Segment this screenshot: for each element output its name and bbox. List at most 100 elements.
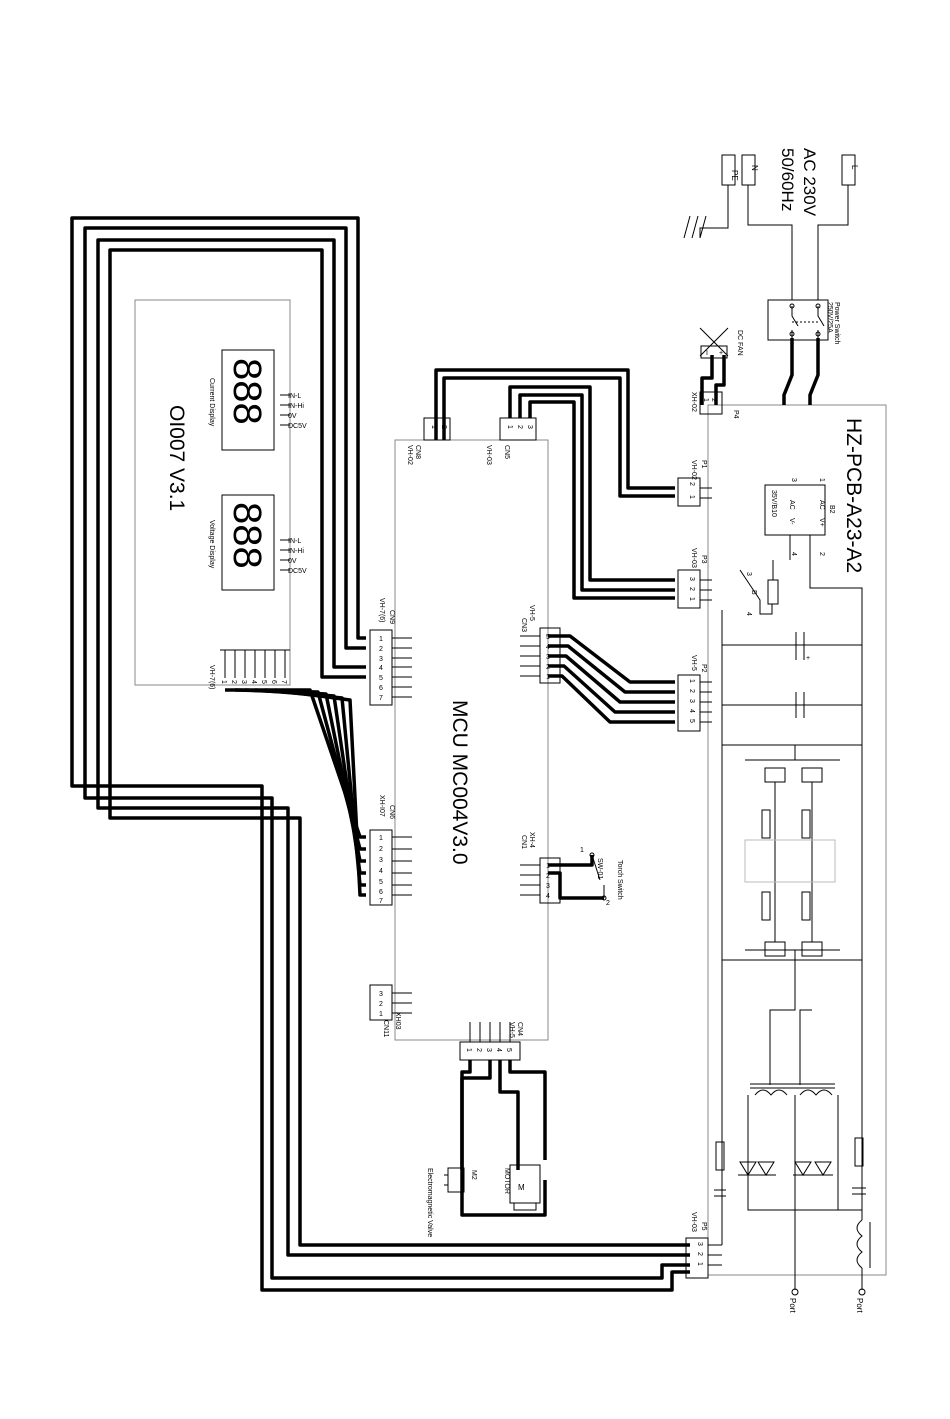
port-label-2: Port <box>855 1298 864 1313</box>
terminal-pe-label: PE <box>730 170 739 181</box>
power-switch <box>767 299 829 341</box>
mains-frequency-label: 50/60Hz <box>778 148 797 211</box>
svg-text:2: 2 <box>440 425 447 429</box>
svg-text:3: 3 <box>379 991 383 998</box>
svg-text:3: 3 <box>546 883 550 890</box>
mains-voltage-label: AC 230V <box>800 148 819 217</box>
svg-text:1: 1 <box>546 863 550 870</box>
relay-contact: 3 B 4 <box>739 560 779 616</box>
svg-text:1: 1 <box>506 425 513 429</box>
connector-cn11: 3 2 1 XH03 CN11 <box>369 984 412 1037</box>
driver-ic <box>744 839 836 883</box>
svg-text:2: 2 <box>818 552 825 556</box>
svg-text:3: 3 <box>485 1048 492 1052</box>
valve-ref: M2 <box>470 1170 477 1180</box>
p1-type: VH-02 <box>690 460 697 480</box>
display-to-p5-cable <box>70 216 690 1292</box>
svg-text:1: 1 <box>696 1262 703 1266</box>
svg-text:5: 5 <box>546 634 550 641</box>
p5-type: VH-03 <box>690 1212 697 1232</box>
dc-fan-icon <box>699 327 729 357</box>
svg-text:2: 2 <box>379 1001 383 1008</box>
main-board-title: HZ-PCB-A23-A2 <box>842 418 865 573</box>
snubber-resistor-1 <box>715 1141 725 1171</box>
connector-p1: 2 1 VH-02 P1 <box>677 460 712 507</box>
cn9-type: VH-7(6) <box>378 598 385 623</box>
bridge-model: 35V/B10 <box>770 490 777 517</box>
inverter-bridge <box>721 744 863 1085</box>
svg-text:5: 5 <box>260 680 267 684</box>
ground-symbol <box>683 215 707 239</box>
output-transformer: Port Port <box>714 1083 871 1313</box>
svg-text:1: 1 <box>546 674 550 681</box>
svg-text:IN-L: IN-L <box>288 393 301 400</box>
svg-text:DC5V: DC5V <box>288 568 307 575</box>
svg-text:1: 1 <box>379 636 383 643</box>
p1-to-cn8-cable <box>434 368 675 498</box>
p1-ref: P1 <box>700 460 707 469</box>
connector-p5: 3 2 1 VH-03 P5 <box>685 1212 722 1279</box>
svg-text:3: 3 <box>790 478 797 482</box>
cn1-type: XH-4 <box>528 832 535 848</box>
cn4-to-loads-cable <box>460 1060 547 1217</box>
svg-text:2: 2 <box>379 646 383 653</box>
connector-p4: 2 1 XH-02 P4 <box>690 391 739 419</box>
svg-text:0V: 0V <box>288 558 297 565</box>
svg-text:4: 4 <box>745 612 752 616</box>
output-inductor <box>856 1219 863 1269</box>
bridge-ref: B2 <box>828 505 835 514</box>
connector-cn6: 1 2 3 4 5 6 7 XH-I07 CN6 <box>369 795 412 906</box>
gate-resistor-3 <box>761 891 771 921</box>
svg-text:3: 3 <box>688 699 695 703</box>
cn6-ref: CN6 <box>388 805 395 819</box>
current-display: 888 Current Display IN-L IN-Hi 0V DC5V <box>208 349 307 451</box>
p3-ref: P3 <box>700 555 707 564</box>
p3-to-cn5-cable <box>508 385 675 600</box>
p2-ref: P2 <box>700 664 707 673</box>
svg-text:6: 6 <box>379 889 383 896</box>
svg-text:6: 6 <box>379 685 383 692</box>
display-connector: 1 2 3 4 5 6 7 VH-7(6) <box>208 649 290 690</box>
svg-text:3: 3 <box>526 425 533 429</box>
svg-text:+: + <box>806 655 810 662</box>
electrolytic-capacitor: + <box>795 632 810 662</box>
terminal-l <box>841 154 856 186</box>
svg-text:3: 3 <box>696 1242 703 1246</box>
snubber-capacitors <box>714 1187 866 1197</box>
svg-text:3: 3 <box>379 656 383 663</box>
port-terminal-1 <box>791 1288 799 1296</box>
svg-text:3: 3 <box>546 654 550 661</box>
mcu-board-title: MCU MC004V3.0 <box>448 700 471 865</box>
svg-text:2: 2 <box>230 680 237 684</box>
cn1-ref: CN1 <box>520 835 527 849</box>
svg-text:2: 2 <box>696 1252 703 1256</box>
svg-text:5: 5 <box>379 675 383 682</box>
connector-cn4: 1 2 3 4 5 CN4 VH-5 <box>459 1022 523 1061</box>
svg-text:4: 4 <box>495 1048 502 1052</box>
dc-fan-label: DC FAN <box>736 330 743 356</box>
svg-text:1: 1 <box>688 495 695 499</box>
svg-text:3: 3 <box>240 680 247 684</box>
connector-cn1: 1 2 3 4 XH-4 CN1 <box>520 832 561 904</box>
voltage-display: 888 Voltage Display IN-L IN-Hi 0V DC5V <box>208 494 307 591</box>
terminal-l-label: L <box>850 165 859 170</box>
p5-ref: P5 <box>700 1222 707 1231</box>
svg-text:2: 2 <box>379 846 383 853</box>
port-terminal-2 <box>858 1288 866 1296</box>
current-display-digits: 888 <box>225 358 269 425</box>
svg-text:4: 4 <box>688 709 695 713</box>
svg-text:4: 4 <box>790 552 797 556</box>
svg-text:5: 5 <box>505 1048 512 1052</box>
svg-text:0V: 0V <box>288 413 297 420</box>
connector-cn8: 1 2 CN8 VH-02 <box>406 417 451 465</box>
display-board-outline <box>134 299 291 686</box>
svg-text:4: 4 <box>546 893 550 900</box>
svg-text:6: 6 <box>270 680 277 684</box>
output-diodes <box>739 1161 832 1176</box>
cn8-type: VH-02 <box>406 445 413 465</box>
svg-text:V+: V+ <box>818 518 825 527</box>
p4-ref: P4 <box>732 410 739 419</box>
cn4-ref: CN4 <box>516 1022 523 1036</box>
svg-text:4: 4 <box>379 665 383 672</box>
